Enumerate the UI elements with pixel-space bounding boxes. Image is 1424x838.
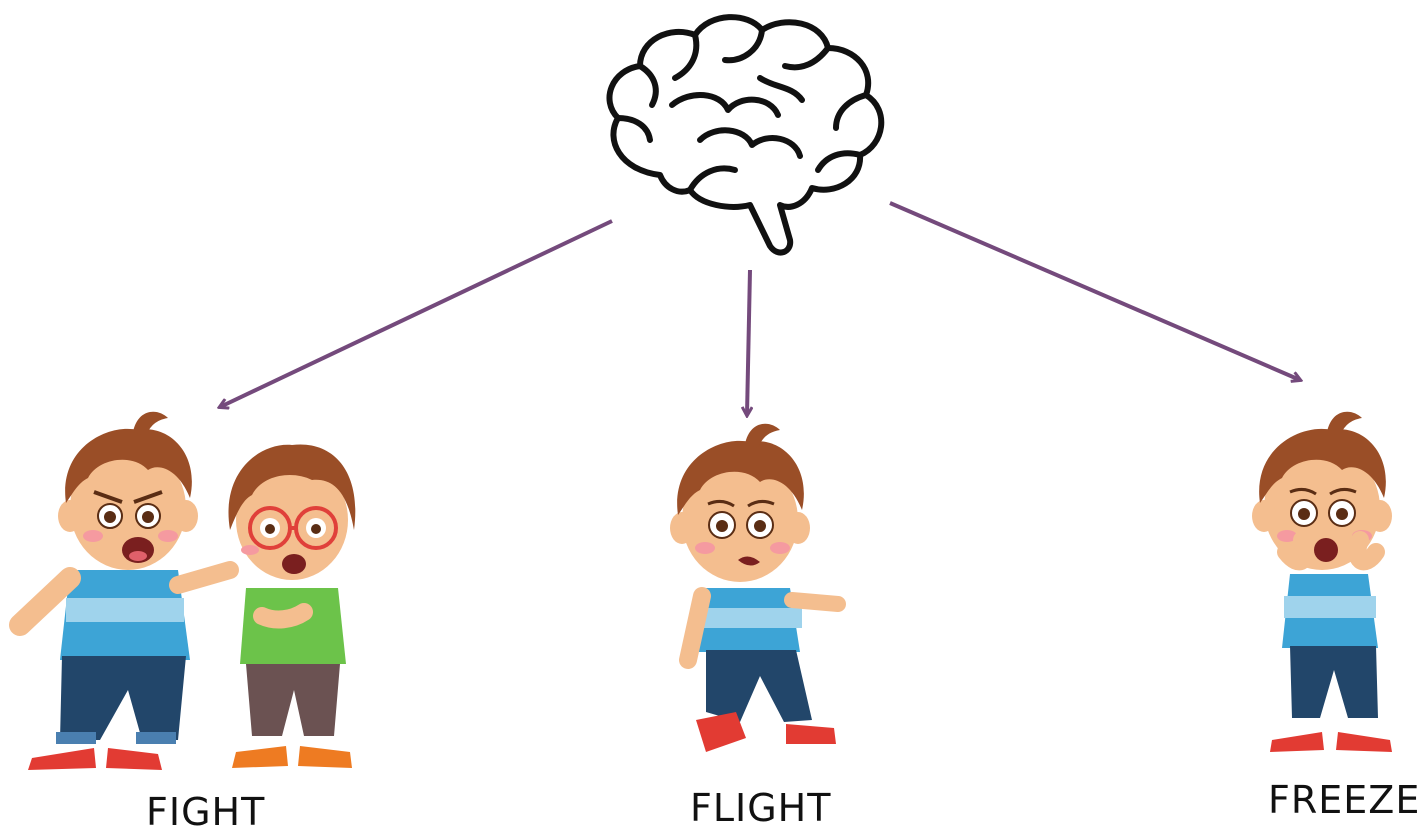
- brain-icon: [609, 17, 881, 252]
- flight-label: FLIGHT: [690, 786, 831, 830]
- arrow-to-flight: [747, 270, 750, 415]
- boy-frozen-scared-illustration: [1252, 412, 1392, 752]
- fight-label: FIGHT: [146, 790, 265, 834]
- arrow-to-freeze: [890, 203, 1300, 380]
- arrow-to-fight: [220, 221, 612, 407]
- freeze-label: FREEZE: [1268, 778, 1420, 822]
- boy-running-away-illustration: [670, 424, 838, 752]
- two-boys-fight-illustration: [20, 412, 355, 770]
